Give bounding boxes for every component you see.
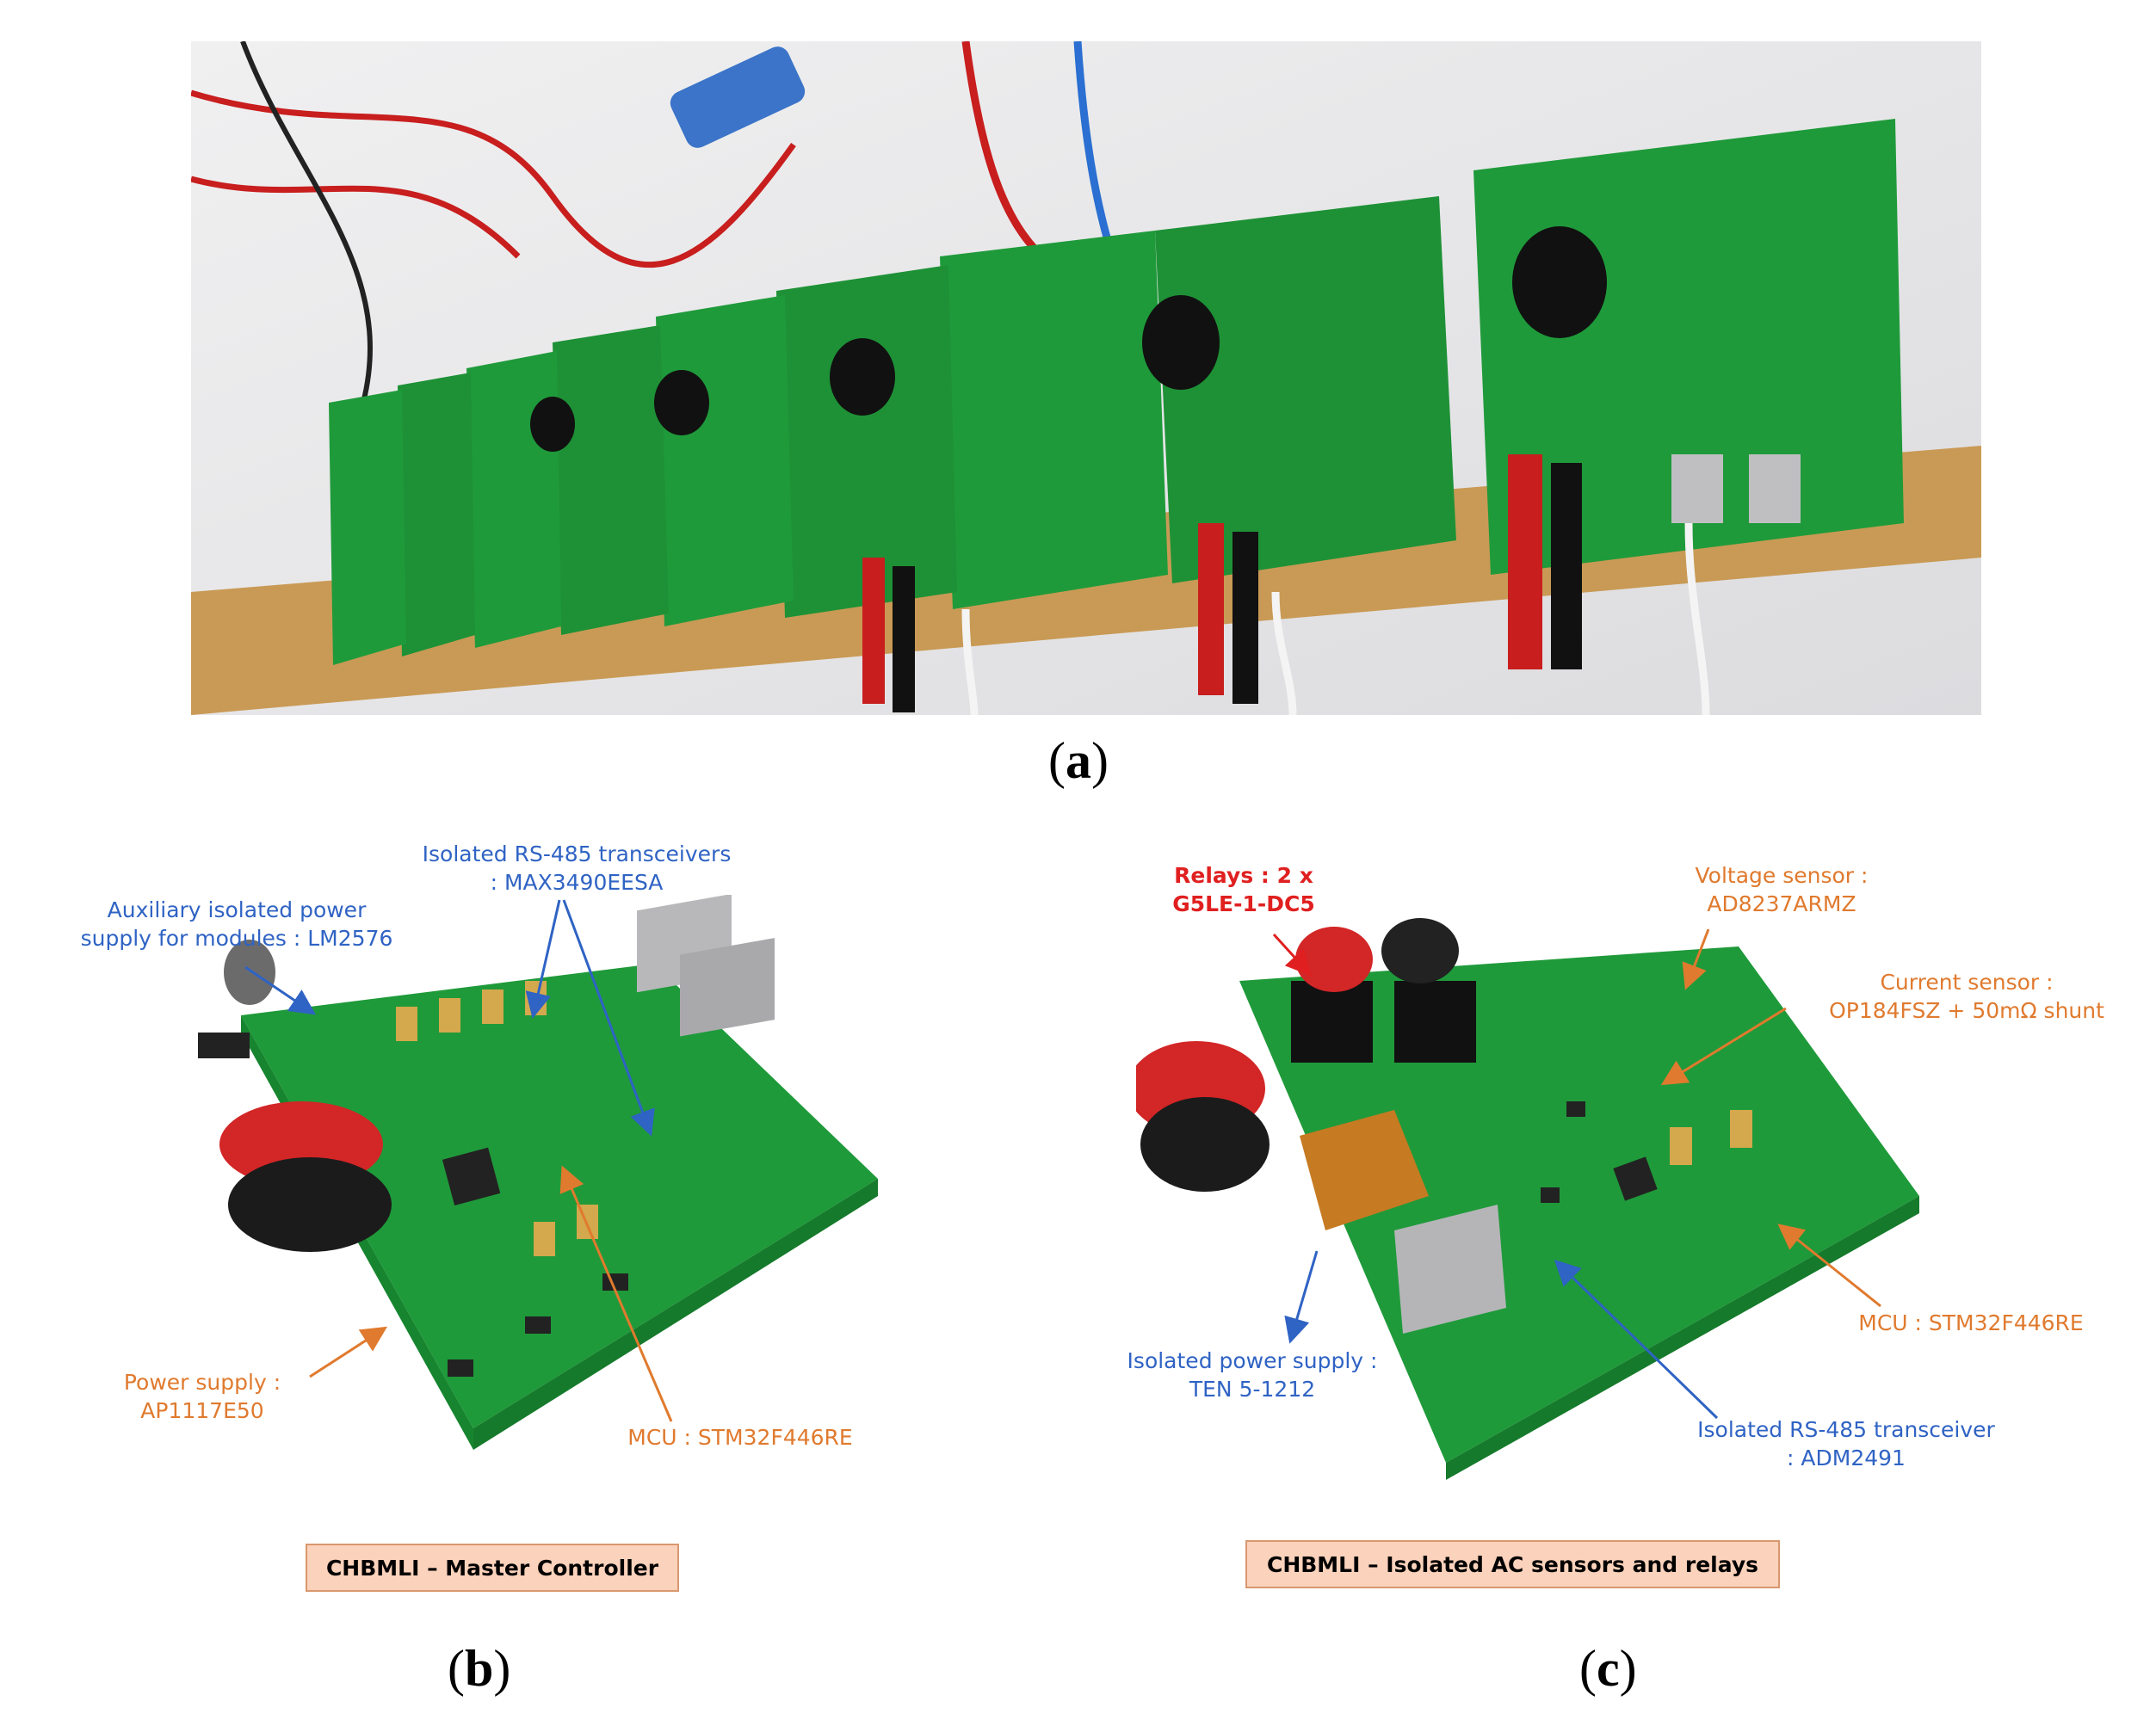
annotation-rs485-sensors: Isolated RS-485 transceiver : ADM2491 — [1665, 1415, 2027, 1472]
annotation-relays: Relays : 2 x G5LE-1-DC5 — [1149, 861, 1338, 918]
caption-sensors-text: CHBMLI – Isolated AC sensors and relays — [1266, 1551, 1759, 1577]
annotation-power-supply: Power supply : AP1117E50 — [99, 1368, 306, 1425]
annotation-mcu-sensors: MCU : STM32F446RE — [1833, 1309, 2109, 1337]
annotation-power-supply-line1: Power supply : — [123, 1370, 281, 1395]
relay-1 — [1291, 981, 1373, 1063]
annotation-voltage-sensor-line2: AD8237ARMZ — [1707, 891, 1856, 916]
annotation-aux-power-line1: Auxiliary isolated power — [107, 897, 367, 922]
annotation-isolated-psu-line2: TEN 5-1212 — [1189, 1377, 1316, 1402]
annotation-relays-line2: G5LE-1-DC5 — [1172, 891, 1315, 916]
annotation-mcu-master: MCU : STM32F446RE — [602, 1423, 878, 1452]
relay-2 — [1394, 981, 1476, 1063]
caption-master: CHBMLI – Master Controller — [306, 1544, 679, 1592]
traco-power-module — [1300, 1110, 1429, 1230]
current-probe — [670, 46, 806, 148]
caption-sensors: CHBMLI – Isolated AC sensors and relays — [1245, 1540, 1780, 1588]
panel-label-b: (b) — [448, 1640, 511, 1697]
annotation-voltage-sensor-line1: Voltage sensor : — [1695, 863, 1869, 888]
annotation-aux-power: Auxiliary isolated power supply for modu… — [34, 896, 439, 952]
annotation-aux-power-line2: supply for modules : LM2576 — [80, 926, 393, 951]
annotation-mcu-master-text: MCU : STM32F446RE — [627, 1425, 853, 1450]
caption-master-text: CHBMLI – Master Controller — [325, 1555, 659, 1581]
annotation-rs485-sensors-line2: : ADM2491 — [1787, 1446, 1906, 1470]
annotation-rs485-master: Isolated RS-485 transceivers : MAX3490EE… — [379, 840, 775, 897]
annotation-rs485-master-line2: : MAX3490EESA — [490, 870, 664, 895]
pcb-master — [241, 964, 878, 1428]
annotation-rs485-master-line1: Isolated RS-485 transceivers — [422, 842, 732, 866]
annotation-current-sensor: Current sensor : OP184FSZ + 50mΩ shunt — [1790, 968, 2143, 1025]
black-terminal — [228, 1157, 392, 1252]
panel-label-c: (c) — [1579, 1640, 1637, 1697]
components — [530, 226, 1801, 712]
annotation-isolated-psu: Isolated power supply : TEN 5-1212 — [1110, 1347, 1394, 1403]
photo-a-drawing — [191, 41, 1981, 715]
annotation-current-sensor-line1: Current sensor : — [1880, 970, 2054, 995]
annotation-rs485-sensors-line1: Isolated RS-485 transceiver — [1697, 1417, 1995, 1442]
annotation-current-sensor-line2: OP184FSZ + 50mΩ shunt — [1829, 998, 2104, 1023]
panel-label-a: (a) — [1048, 732, 1109, 789]
annotation-relays-line1: Relays : 2 x — [1174, 863, 1313, 888]
rj45-connector-c — [1394, 1205, 1506, 1334]
black-terminal-c — [1140, 1097, 1270, 1192]
annotation-power-supply-line2: AP1117E50 — [140, 1398, 264, 1423]
annotation-mcu-sensors-text: MCU : STM32F446RE — [1858, 1310, 2084, 1335]
photo-a — [191, 41, 1981, 715]
annotation-isolated-psu-line1: Isolated power supply : — [1127, 1348, 1378, 1373]
annotation-voltage-sensor: Voltage sensor : AD8237ARMZ — [1661, 861, 1902, 918]
